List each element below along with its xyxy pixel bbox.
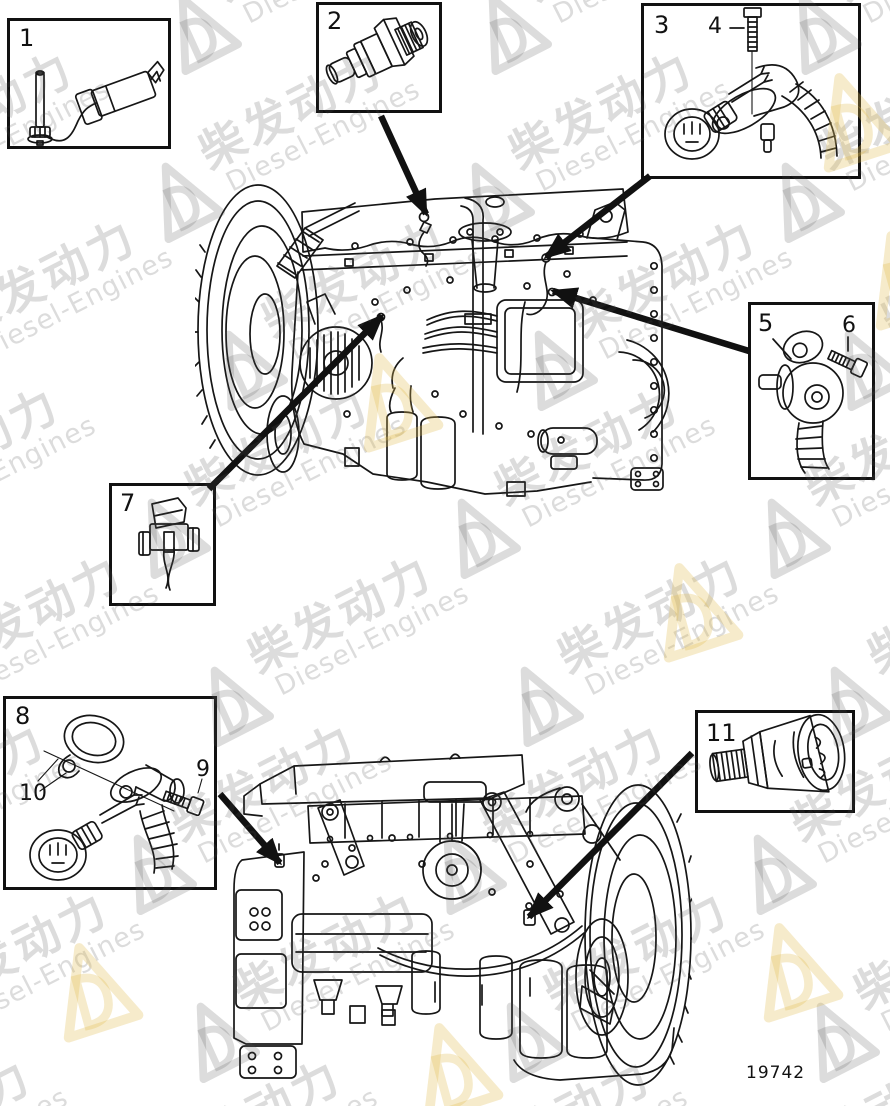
camshaft-sensor-drawing: [664, 7, 838, 160]
callout-number-8: 8: [15, 702, 31, 730]
triangle-logo-icon: [63, 943, 144, 1043]
callout-number-10: 10: [19, 781, 47, 806]
connector-drawing: [138, 497, 200, 591]
watermark-text-cn: 柴发动力: [0, 376, 69, 516]
callout-box-11: 11: [695, 710, 855, 813]
watermark-text-en: Diesel-Engines: [580, 577, 785, 703]
callout-number-3: 3: [654, 11, 670, 39]
callout-box-3: 3 4: [641, 3, 861, 179]
watermark-text-cn: 柴发动力: [858, 544, 890, 684]
watermark-text-en: Diesel-Engines: [799, 1082, 890, 1106]
watermark-text-cn: 柴发动力: [548, 544, 752, 684]
triangle-logo-icon: [488, 0, 552, 75]
triangle-logo-icon: [663, 563, 744, 663]
watermark-text-en: Diesel-Engines: [858, 0, 890, 30]
watermark-text-cn: 柴发动力: [0, 0, 119, 12]
oil-pressure-sensor-drawing: [709, 713, 846, 793]
triangle-logo-icon: [763, 923, 844, 1023]
callout-box-2: 2: [316, 2, 442, 113]
triangle-logo-icon: [520, 666, 584, 747]
watermark-logo-yellow: [29, 928, 144, 1043]
watermark-text-cn: 柴发动力: [844, 880, 890, 1020]
callout-number-4: 4: [708, 14, 722, 39]
watermark-text-en: Diesel-Engines: [0, 409, 102, 535]
watermark-text-en: Diesel-Engines: [0, 1082, 73, 1106]
callout-number-6: 6: [842, 313, 856, 338]
watermark-text-cn: 柴发动力: [0, 1042, 60, 1106]
watermark-text-cn: 柴发动力: [0, 880, 118, 1020]
callout-number-5: 5: [758, 309, 774, 337]
callout-number-9: 9: [196, 757, 210, 782]
watermark-logo-yellow: [629, 548, 744, 663]
temperature-sensor-drawing: [27, 60, 165, 146]
watermark-text-en: Diesel-Engines: [270, 577, 475, 703]
triangle-logo-icon: [753, 834, 817, 915]
figure-number: 19742: [746, 1063, 806, 1083]
triangle-logo-icon: [767, 498, 831, 579]
watermark-text-en: Diesel-Engines: [876, 913, 890, 1039]
watermark-logo-yellow: [729, 908, 844, 1023]
callout-box-8: 8 9 10: [3, 696, 217, 890]
watermark-text-en: Diesel-Engines: [0, 241, 179, 367]
position-sensor-drawing: [758, 330, 869, 474]
callout-number-2: 2: [327, 7, 343, 35]
callout-box-7: 7: [109, 483, 216, 606]
watermark-text-en: Diesel-Engines: [0, 913, 151, 1039]
crankshaft-sensor-kit-drawing: [29, 714, 205, 881]
pressure-switch-drawing: [325, 17, 429, 85]
watermark-text-cn: 柴发动力: [238, 544, 442, 684]
engine-bottom-view: [233, 753, 692, 1086]
callout-number-1: 1: [19, 24, 35, 52]
callout-number-11: 11: [706, 719, 737, 747]
callout-box-1: 1: [7, 18, 171, 149]
callout-number-7: 7: [120, 489, 136, 517]
engine-top-view: [195, 184, 670, 497]
watermark-text-cn: 柴发动力: [0, 208, 146, 348]
watermark-text-cn: 柴发动力: [872, 208, 890, 348]
callout-box-5: 5 6: [748, 302, 875, 480]
